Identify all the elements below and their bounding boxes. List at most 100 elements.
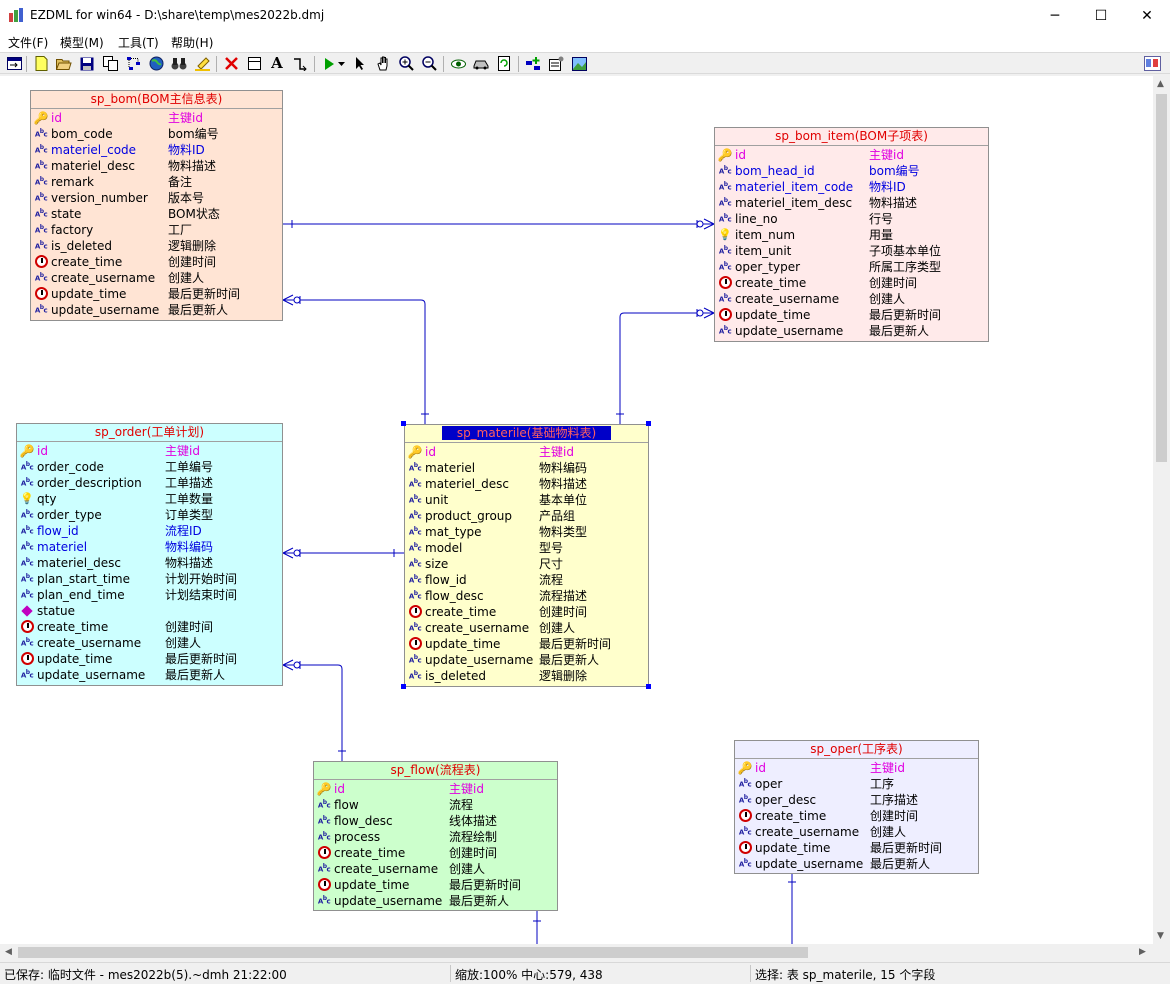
link-tool-icon[interactable] (291, 55, 309, 72)
table-tool-icon[interactable] (245, 55, 263, 72)
binoculars-icon[interactable] (170, 55, 188, 72)
delete-icon[interactable] (222, 55, 240, 72)
zoom-in-icon[interactable] (397, 55, 415, 72)
add-table-icon[interactable] (524, 55, 542, 72)
field-row[interactable]: statue (19, 603, 284, 619)
vertical-scrollbar[interactable]: ▲ ▼ (1153, 76, 1170, 944)
selection-handle[interactable] (646, 421, 651, 426)
panel-switch-icon[interactable] (1143, 55, 1161, 72)
menu-model[interactable]: 模型(M) (60, 36, 104, 50)
zoom-out-icon[interactable] (420, 55, 438, 72)
horizontal-scroll-thumb[interactable] (18, 947, 808, 958)
close-button[interactable]: ✕ (1141, 8, 1153, 24)
pointer-icon[interactable] (351, 55, 369, 72)
open-folder-icon[interactable] (55, 55, 73, 72)
layout-icon[interactable] (124, 55, 142, 72)
maximize-button[interactable]: ☐ (1094, 8, 1108, 24)
highlighter-icon[interactable] (193, 55, 211, 72)
globe-icon[interactable] (147, 55, 165, 72)
scroll-down-icon[interactable]: ▼ (1157, 931, 1164, 941)
new-file-icon[interactable] (32, 55, 50, 72)
image-export-icon[interactable] (570, 55, 588, 72)
selection-handle[interactable] (401, 421, 406, 426)
minimize-button[interactable]: ─ (1050, 8, 1060, 24)
horizontal-scrollbar[interactable]: ◀ ▶ (0, 944, 1153, 961)
menu-help[interactable]: 帮助(H) (171, 36, 214, 50)
save-icon[interactable] (78, 55, 96, 72)
text-tool-icon[interactable]: A (271, 54, 283, 72)
car-icon[interactable] (472, 55, 490, 72)
run-icon[interactable] (320, 55, 338, 72)
refresh-icon[interactable] (495, 55, 513, 72)
toggle-panel-icon[interactable] (5, 55, 23, 72)
menu-file[interactable]: 文件(F) (8, 36, 49, 50)
scroll-up-icon[interactable]: ▲ (1157, 79, 1164, 89)
eye-icon[interactable] (449, 55, 467, 72)
vertical-scroll-thumb[interactable] (1156, 94, 1167, 462)
scroll-left-icon[interactable]: ◀ (5, 947, 12, 957)
hand-icon[interactable] (374, 55, 392, 72)
menu-tools[interactable]: 工具(T) (118, 36, 159, 50)
properties-icon[interactable] (547, 55, 565, 72)
copy-icon[interactable] (101, 55, 119, 72)
